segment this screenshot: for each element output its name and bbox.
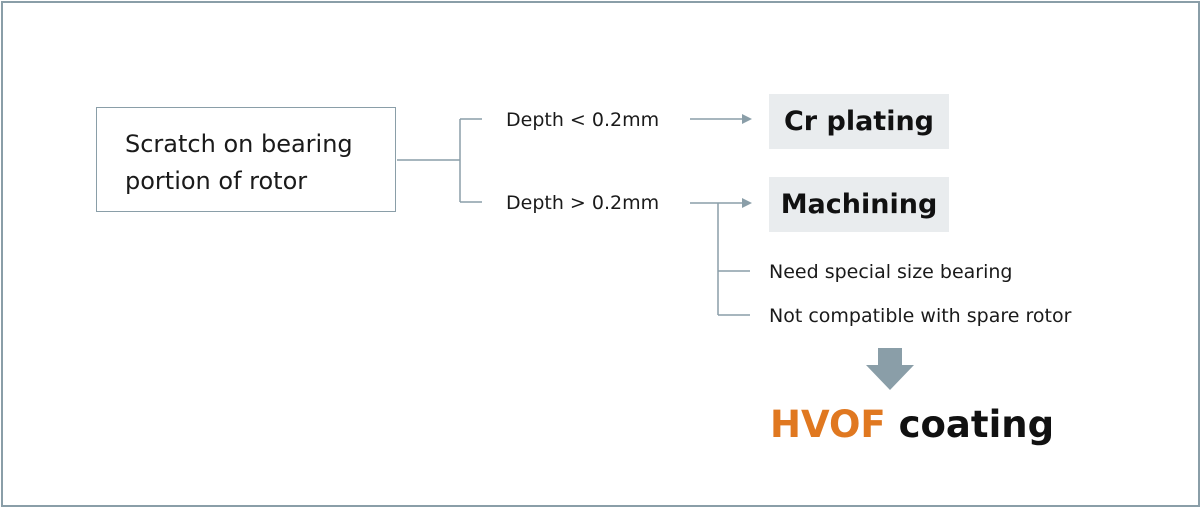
final-result: HVOF coating	[770, 402, 1054, 448]
condition-deep: Depth > 0.2mm	[506, 192, 660, 214]
note-special-bearing: Need special size bearing	[769, 261, 1013, 283]
source-box: Scratch on bearing portion of rotor	[96, 107, 396, 212]
note-not-compatible: Not compatible with spare rotor	[769, 305, 1072, 327]
condition-shallow: Depth < 0.2mm	[506, 109, 660, 131]
result-machining: Machining	[769, 177, 949, 232]
source-line-2: portion of rotor	[125, 167, 308, 195]
down-arrow-icon	[866, 348, 914, 390]
result-cr-plating: Cr plating	[769, 94, 949, 149]
source-line-1: Scratch on bearing	[125, 130, 353, 158]
arrow-upper-head	[742, 114, 752, 124]
arrow-lower-head	[742, 198, 752, 208]
final-accent: HVOF	[770, 403, 886, 446]
final-rest: coating	[885, 403, 1055, 446]
